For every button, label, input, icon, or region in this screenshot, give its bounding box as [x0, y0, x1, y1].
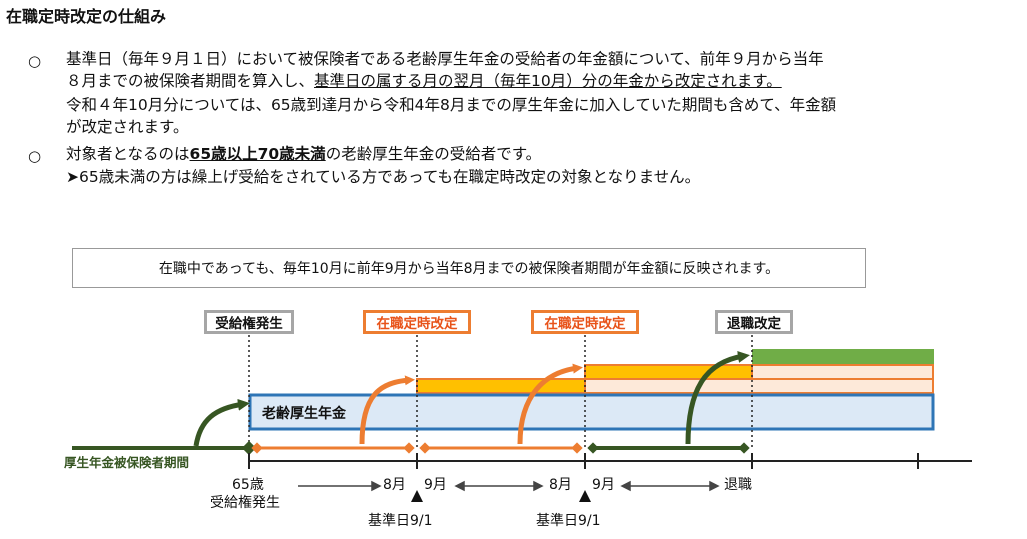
bullet-1-line-1: 基準日（毎年９月１日）において被保険者である老齢厚生年金の受給者の年金額について…	[66, 50, 824, 68]
base-date-2-label: 基準日9/1	[536, 513, 601, 529]
revision-1-curved-arrow	[359, 375, 415, 445]
axis-label-aug-2: 8月	[549, 477, 572, 493]
retirement-curved-arrow	[685, 350, 750, 445]
in-service-revision-tag-1-text: 在職定時改定	[376, 316, 458, 332]
period-marker	[738, 442, 750, 454]
bullet-2-line-1c: の老齢厚生年金の受給者です。	[325, 145, 542, 163]
bullet-2-emphasis: 65歳以上70歳未満	[189, 145, 326, 163]
bullet-1-line-2: ８月までの被保険者期間を算入し、基準日の属する月の翌月（毎年10月）分の年金から…	[66, 70, 782, 92]
pension-bar	[248, 393, 935, 431]
axis-label-entitlement: 受給権発生	[210, 495, 280, 511]
revision-1-increment	[416, 378, 586, 394]
bullet-1-line-4: が改定されます。	[66, 118, 189, 136]
bullet-2-line-2: ➤65歳未満の方は繰上げ受給をされている方であっても在職定時改定の対象となりませ…	[66, 168, 701, 186]
revision-2-curved-arrow	[517, 363, 583, 445]
period-marker	[587, 442, 599, 454]
retirement-revision-tag: 退職改定	[715, 310, 793, 334]
diagram-note-text: 在職中であっても、毎年10月に前年9月から当年8月までの被保険者期間が年金額に反…	[158, 261, 780, 277]
diagram-note-box: 在職中であっても、毎年10月に前年9月から当年8月までの被保険者期間が年金額に反…	[72, 248, 866, 288]
period-marker	[419, 442, 431, 454]
base-date-1-label: 基準日9/1	[368, 513, 433, 529]
bullet-1-line-3: 令和４年10月分については、65歳到達月から令和4年8月までの厚生年金に加入して…	[66, 96, 837, 114]
entitlement-curved-arrow	[193, 398, 250, 447]
period-span-arrows	[298, 480, 720, 492]
page-title: 在職定時改定の仕組み	[6, 7, 167, 26]
insured-period-label: 厚生年金被保険者期間	[64, 455, 190, 470]
axis-label-age65: 65歳	[232, 477, 264, 493]
revision-2-increment	[584, 364, 753, 380]
bullet-1-underlined-text: 基準日の属する月の翌月（毎年10月）分の年金から改定されます。	[314, 72, 782, 90]
entitlement-tag-text: 受給権発生	[215, 316, 283, 332]
axis-label-sep-1: 9月	[424, 477, 447, 493]
period-marker	[403, 442, 415, 454]
in-service-revision-tag-1: 在職定時改定	[363, 310, 471, 334]
period-marker	[251, 442, 263, 454]
axis-label-sep-2: 9月	[592, 477, 615, 493]
base-date-2-triangle	[579, 490, 591, 502]
retirement-revision-tag-text: 退職改定	[727, 316, 781, 332]
base-date-1-triangle	[411, 490, 423, 502]
pension-bar-label: 老齢厚生年金	[262, 406, 346, 422]
axis-label-retirement: 退職	[724, 477, 752, 493]
retirement-increase-bar	[752, 349, 934, 365]
period-marker	[571, 442, 583, 454]
bullet-2-line-1a: 対象者となるのは	[66, 145, 190, 163]
in-service-revision-tag-2: 在職定時改定	[531, 310, 639, 334]
in-service-revision-tag-2-text: 在職定時改定	[544, 316, 626, 332]
period-marker	[241, 440, 257, 456]
bullet-mark: ○	[28, 147, 42, 165]
bullet-2-line-1: 対象者となるのは65歳以上70歳未満の老齢厚生年金の受給者です。	[66, 143, 541, 165]
axis-label-aug-1: 8月	[383, 477, 406, 493]
bullet-1-line-2a: ８月までの被保険者期間を算入し、	[66, 72, 315, 90]
entitlement-tag: 受給権発生	[204, 310, 294, 334]
bullet-mark: ○	[28, 52, 42, 70]
